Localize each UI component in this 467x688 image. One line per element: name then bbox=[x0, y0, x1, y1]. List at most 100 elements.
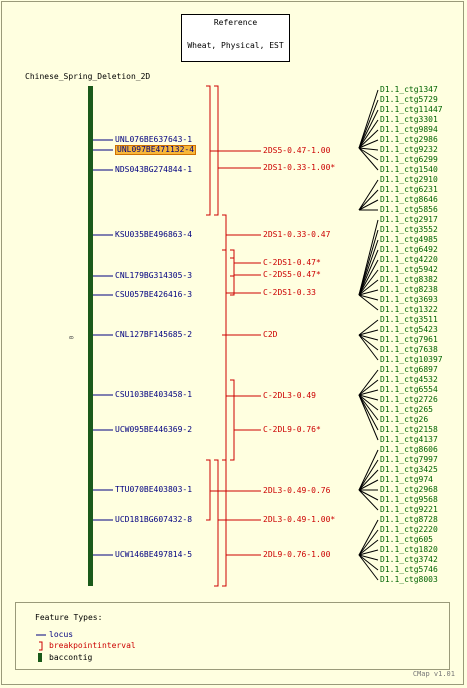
breakpoint-bracket bbox=[206, 85, 211, 216]
contig-correspondence-line bbox=[358, 489, 379, 511]
contig-label[interactable]: D1.1_ctg3511 bbox=[380, 315, 438, 324]
contig-label[interactable]: D1.1_ctg11447 bbox=[380, 105, 443, 114]
legend-header: Feature Types: bbox=[35, 613, 103, 622]
contig-label[interactable]: D1.1_ctg4220 bbox=[380, 255, 438, 264]
contig-label[interactable]: D1.1_ctg3301 bbox=[380, 115, 438, 124]
interval-label[interactable]: 2DL9-0.76-1.00 bbox=[263, 550, 331, 559]
contig-label[interactable]: D1.1_ctg1540 bbox=[380, 165, 438, 174]
contig-label[interactable]: D1.1_ctg5856 bbox=[380, 205, 438, 214]
contig-label[interactable]: D1.1_ctg2158 bbox=[380, 425, 438, 434]
interval-label[interactable]: C2D bbox=[263, 330, 278, 339]
locus-label[interactable]: UCW095BE446369-2 bbox=[115, 425, 193, 434]
contig-label[interactable]: D1.1_ctg8382 bbox=[380, 275, 438, 284]
interval-label[interactable]: 2DS1-0.33-0.47 bbox=[263, 230, 331, 239]
locus-label[interactable]: KSU035BE496863-4 bbox=[115, 230, 193, 239]
contig-label[interactable]: D1.1_ctg3552 bbox=[380, 225, 438, 234]
contig-label[interactable]: D1.1_ctg2726 bbox=[380, 395, 438, 404]
contig-correspondence-line bbox=[358, 279, 379, 296]
contig-label[interactable]: D1.1_ctg4985 bbox=[380, 235, 438, 244]
contig-label[interactable]: D1.1_ctg5942 bbox=[380, 265, 438, 274]
contig-label[interactable]: D1.1_ctg6554 bbox=[380, 385, 438, 394]
locus-label[interactable]: CSU057BE426416-3 bbox=[115, 290, 193, 299]
contig-label[interactable]: D1.1_ctg9221 bbox=[380, 505, 438, 514]
reference-box[interactable]: Reference Wheat, Physical, EST bbox=[181, 14, 290, 62]
contig-label[interactable]: D1.1_ctg5746 bbox=[380, 565, 438, 574]
contig-label[interactable]: D1.1_ctg9232 bbox=[380, 145, 438, 154]
map-title[interactable]: Chinese_Spring_Deletion_2D bbox=[25, 72, 151, 81]
contig-correspondence-line bbox=[358, 99, 379, 149]
contig-label[interactable]: D1.1_ctg8646 bbox=[380, 195, 438, 204]
contig-label[interactable]: D1.1_ctg3425 bbox=[380, 465, 438, 474]
contig-label[interactable]: D1.1_ctg5729 bbox=[380, 95, 438, 104]
contig-correspondence-line bbox=[358, 269, 379, 296]
contig-label[interactable]: D1.1_ctg9894 bbox=[380, 125, 438, 134]
contig-correspondence-line bbox=[358, 489, 379, 501]
contig-label[interactable]: D1.1_ctg26 bbox=[380, 415, 429, 424]
contig-correspondence-line bbox=[358, 329, 379, 336]
contig-label[interactable]: D1.1_ctg10397 bbox=[380, 355, 443, 364]
interval-label[interactable]: C-2DL3-0.49 bbox=[263, 391, 316, 400]
contig-label[interactable]: D1.1_ctg8003 bbox=[380, 575, 438, 584]
contig-correspondence-line bbox=[358, 289, 379, 296]
locus-label[interactable]: NDS043BG274844-1 bbox=[115, 165, 193, 174]
locus-label[interactable]: UCD181BG607432-8 bbox=[115, 515, 193, 524]
contig-label[interactable]: D1.1_ctg4137 bbox=[380, 435, 438, 444]
locus-label[interactable]: CNL179BG314305-3 bbox=[115, 271, 193, 280]
interval-label[interactable]: C-2DS1-0.47* bbox=[263, 258, 321, 267]
interval-label[interactable]: C-2DS5-0.47* bbox=[263, 270, 321, 279]
contig-label[interactable]: D1.1_ctg3742 bbox=[380, 555, 438, 564]
contig-correspondence-line bbox=[358, 554, 379, 571]
contig-correspondence-line bbox=[358, 89, 379, 149]
interval-label[interactable]: C-2DS1-0.33 bbox=[263, 288, 316, 297]
contig-label[interactable]: D1.1_ctg2220 bbox=[380, 525, 438, 534]
contig-label[interactable]: D1.1_ctg2986 bbox=[380, 135, 438, 144]
contig-label[interactable]: D1.1_ctg1347 bbox=[380, 85, 438, 94]
contig-label[interactable]: D1.1_ctg605 bbox=[380, 535, 433, 544]
contig-label[interactable]: D1.1_ctg7638 bbox=[380, 345, 438, 354]
locus-label[interactable]: CSU103BE403458-1 bbox=[115, 390, 193, 399]
contig-label[interactable]: D1.1_ctg8606 bbox=[380, 445, 438, 454]
contig-correspondence-line bbox=[358, 259, 379, 296]
contig-label[interactable]: D1.1_ctg5423 bbox=[380, 325, 438, 334]
legend-label-baccontig: baccontig bbox=[49, 653, 93, 662]
chromosome-bar bbox=[88, 86, 93, 586]
contig-label[interactable]: D1.1_ctg6231 bbox=[380, 185, 438, 194]
contig-label[interactable]: D1.1_ctg1322 bbox=[380, 305, 438, 314]
contig-label[interactable]: D1.1_ctg8728 bbox=[380, 515, 438, 524]
contig-label[interactable]: D1.1_ctg2917 bbox=[380, 215, 438, 224]
reference-title: Reference bbox=[213, 18, 258, 27]
contig-label[interactable]: D1.1_ctg2968 bbox=[380, 485, 438, 494]
locus-label[interactable]: TTU070BE403803-1 bbox=[115, 485, 193, 494]
contig-correspondence-line bbox=[358, 369, 379, 396]
contig-correspondence-line bbox=[358, 294, 379, 301]
locus-label[interactable]: UCW146BE497814-5 bbox=[115, 550, 193, 559]
contig-correspondence-line bbox=[358, 469, 379, 491]
contig-label[interactable]: D1.1_ctg9568 bbox=[380, 495, 438, 504]
contig-label[interactable]: D1.1_ctg8238 bbox=[380, 285, 438, 294]
interval-label[interactable]: 2DS5-0.47-1.00 bbox=[263, 146, 331, 155]
contig-label[interactable]: D1.1_ctg4532 bbox=[380, 375, 438, 384]
interval-label[interactable]: 2DS1-0.33-1.00* bbox=[263, 163, 336, 172]
contig-label[interactable]: D1.1_ctg1820 bbox=[380, 545, 438, 554]
interval-label[interactable]: 2DL3-0.49-1.00* bbox=[263, 515, 336, 524]
contig-correspondence-line bbox=[358, 334, 379, 361]
contig-label[interactable]: D1.1_ctg7997 bbox=[380, 455, 438, 464]
contig-label[interactable]: D1.1_ctg6299 bbox=[380, 155, 438, 164]
contig-label[interactable]: D1.1_ctg2910 bbox=[380, 175, 438, 184]
locus-label[interactable]: UNL076BE637643-1 bbox=[115, 135, 193, 144]
contig-label[interactable]: D1.1_ctg265 bbox=[380, 405, 433, 414]
interval-label[interactable]: C-2DL9-0.76* bbox=[263, 425, 321, 434]
interval-label[interactable]: 2DL3-0.49-0.76 bbox=[263, 486, 331, 495]
footer-version: CMap v1.01 bbox=[412, 670, 455, 678]
locus-label[interactable]: CNL127BF145685-2 bbox=[115, 330, 193, 339]
contig-label[interactable]: D1.1_ctg3693 bbox=[380, 295, 438, 304]
contig-label[interactable]: D1.1_ctg6492 bbox=[380, 245, 438, 254]
contig-label[interactable]: D1.1_ctg6897 bbox=[380, 365, 438, 374]
contig-correspondence-line bbox=[358, 129, 379, 149]
contig-correspondence-line bbox=[358, 109, 379, 149]
contig-label[interactable]: D1.1_ctg7961 bbox=[380, 335, 438, 344]
contig-correspondence-line bbox=[358, 147, 379, 171]
contig-label[interactable]: D1.1_ctg974 bbox=[380, 475, 433, 484]
locus-label[interactable]: UNL097BE471132-4 bbox=[115, 145, 197, 155]
